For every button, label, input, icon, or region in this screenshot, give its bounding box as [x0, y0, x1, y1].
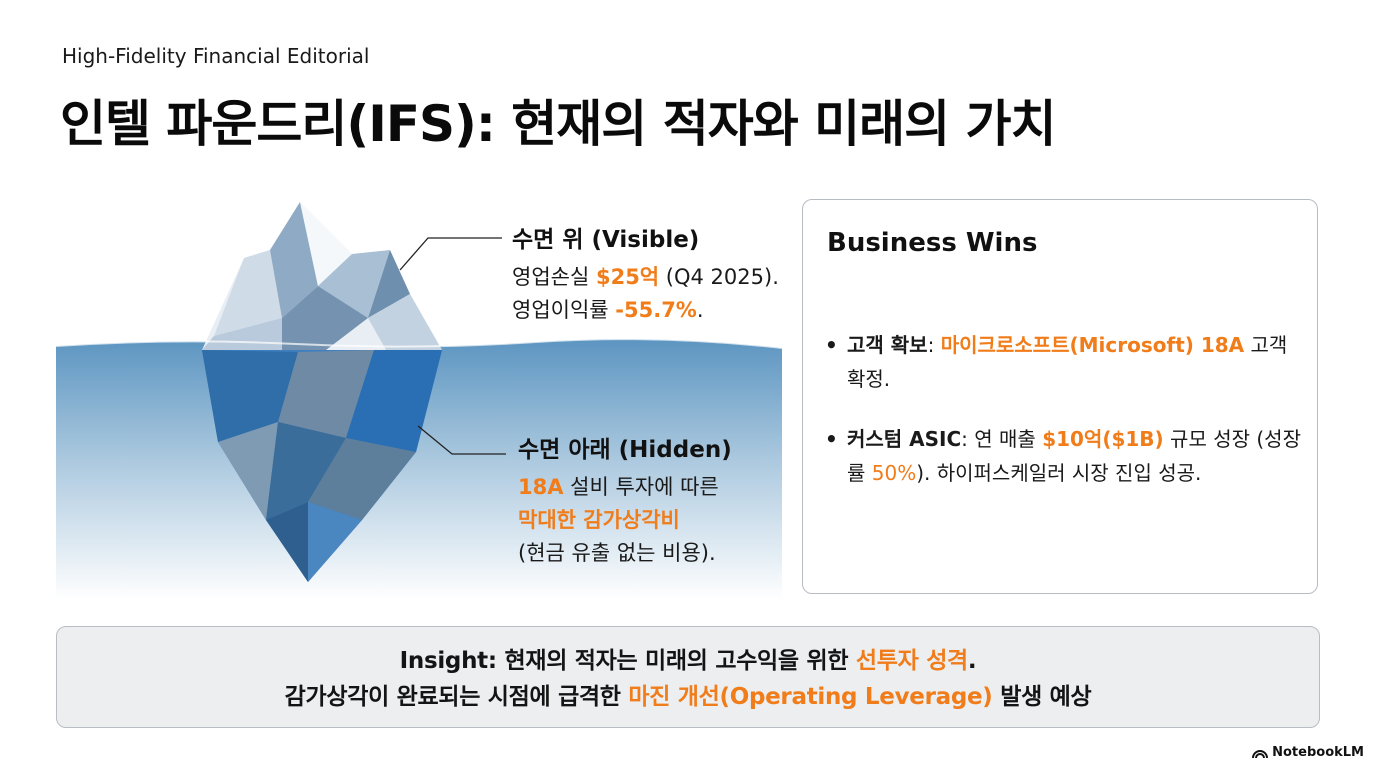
hidden-leader-line — [417, 425, 506, 455]
brand-name: NotebookLM — [1272, 745, 1364, 760]
hidden-label: 수면 아래 (Hidden) 18A 설비 투자에 따른 막대한 감가상각비 (… — [518, 434, 732, 570]
operating-margin-value: -55.7% — [615, 298, 697, 322]
hidden-line-3: (현금 유출 없는 비용). — [518, 541, 716, 565]
visible-label: 수면 위 (Visible) 영업손실 $25억 (Q4 2025). 영업이익… — [512, 224, 779, 327]
visible-heading: 수면 위 (Visible) — [512, 227, 700, 253]
insight-line-2: 감가상각이 완료되는 시점에 급격한 마진 개선(Operating Lever… — [284, 684, 1092, 710]
operating-loss-value: $25억 — [595, 265, 660, 289]
page-title: 인텔 파운드리(IFS): 현재의 적자와 미래의 가치 — [60, 95, 1057, 153]
iceberg-graphic — [56, 202, 782, 600]
visible-line-1: 영업손실 $25억 (Q4 2025). — [512, 265, 779, 289]
insight-line-1: Insight: 현재의 적자는 미래의 고수익을 위한 선투자 성격. — [399, 648, 977, 674]
notebooklm-logo-icon — [1252, 749, 1269, 758]
visible-leader-line — [399, 237, 502, 271]
list-item: •고객 확보: 마이크로소프트(Microsoft) 18A 고객 확정. — [825, 328, 1305, 396]
kicker: High-Fidelity Financial Editorial — [62, 44, 370, 68]
iceberg-illustration: 수면 위 (Visible) 영업손실 $25억 (Q4 2025). 영업이익… — [56, 190, 782, 600]
hidden-line-1: 18A 설비 투자에 따른 — [518, 475, 719, 499]
hidden-line-2: 막대한 감가상각비 — [518, 508, 680, 532]
hidden-heading: 수면 아래 (Hidden) — [518, 437, 732, 463]
business-wins-title: Business Wins — [827, 228, 1038, 258]
visible-line-2: 영업이익률 -55.7%. — [512, 298, 704, 322]
business-wins-list: •고객 확보: 마이크로소프트(Microsoft) 18A 고객 확정. •커… — [825, 328, 1305, 516]
list-item: •커스텀 ASIC: 연 매출 $10억($1B) 규모 성장 (성장률 50%… — [825, 422, 1305, 490]
bullet-icon: • — [825, 427, 838, 451]
business-wins-card: Business Wins •고객 확보: 마이크로소프트(Microsoft)… — [802, 199, 1318, 594]
insight-box: Insight: 현재의 적자는 미래의 고수익을 위한 선투자 성격. 감가상… — [56, 626, 1320, 728]
brand: NotebookLM — [1252, 745, 1364, 760]
bullet-icon: • — [825, 333, 838, 357]
